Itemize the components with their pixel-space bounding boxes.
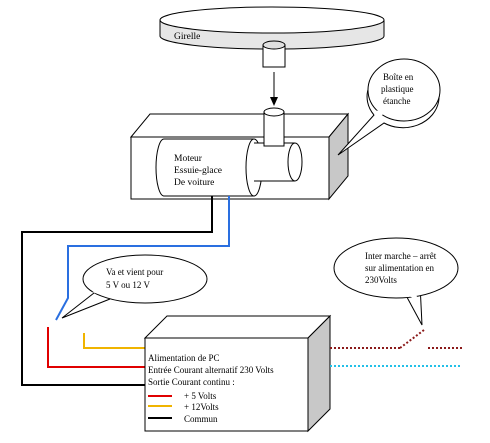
motor-wires (21, 196, 230, 386)
legend-label-12v: + 12Volts (184, 402, 219, 412)
vaet-label-2: 5 V ou 12 V (106, 280, 151, 290)
mains-wires (330, 329, 462, 367)
psu-label-1: Alimentation de PC (148, 353, 220, 363)
motor-label-1: Moteur (174, 154, 203, 164)
legend: + 5 Volts + 12Volts Commun (148, 391, 219, 424)
motor-label-3: De voiture (174, 178, 214, 188)
callout-boite: Boîte en plastique étanche (337, 58, 441, 156)
inter-label-2: sur alimentation en (365, 263, 434, 273)
girelle-label: Girelle (174, 32, 200, 42)
psu-label-3: Sortie Courant continu : (148, 377, 235, 387)
girelle: Girelle (159, 6, 385, 50)
motor-label-2: Essuie-glace (174, 166, 222, 176)
motor-output-shaft (263, 107, 285, 147)
callout-inter: Inter marche – arrêt sur alimentation en… (333, 237, 459, 326)
coupling-arrow (270, 72, 278, 106)
legend-label-common: Commun (184, 414, 218, 424)
boite-label-3: étanche (383, 96, 410, 106)
selector-wires (47, 327, 145, 368)
psu-label-2: Entrée Courant alternatif 230 Volts (148, 365, 274, 375)
legend-label-5v: + 5 Volts (184, 391, 217, 401)
callout-va-et-vient: Va et vient pour 5 V ou 12 V (61, 254, 208, 319)
inter-label-3: 230Volts (365, 275, 397, 285)
boite-label-2: plastique (381, 84, 414, 94)
inter-label-1: Inter marche – arrêt (365, 251, 437, 261)
pc-power-supply: Alimentation de PC Entrée Courant altern… (143, 314, 332, 433)
vaet-label-1: Va et vient pour (106, 267, 163, 277)
motor: Moteur Essuie-glace De voiture (155, 138, 303, 197)
boite-label-1: Boîte en (383, 72, 414, 82)
turntable-hub (262, 40, 286, 68)
